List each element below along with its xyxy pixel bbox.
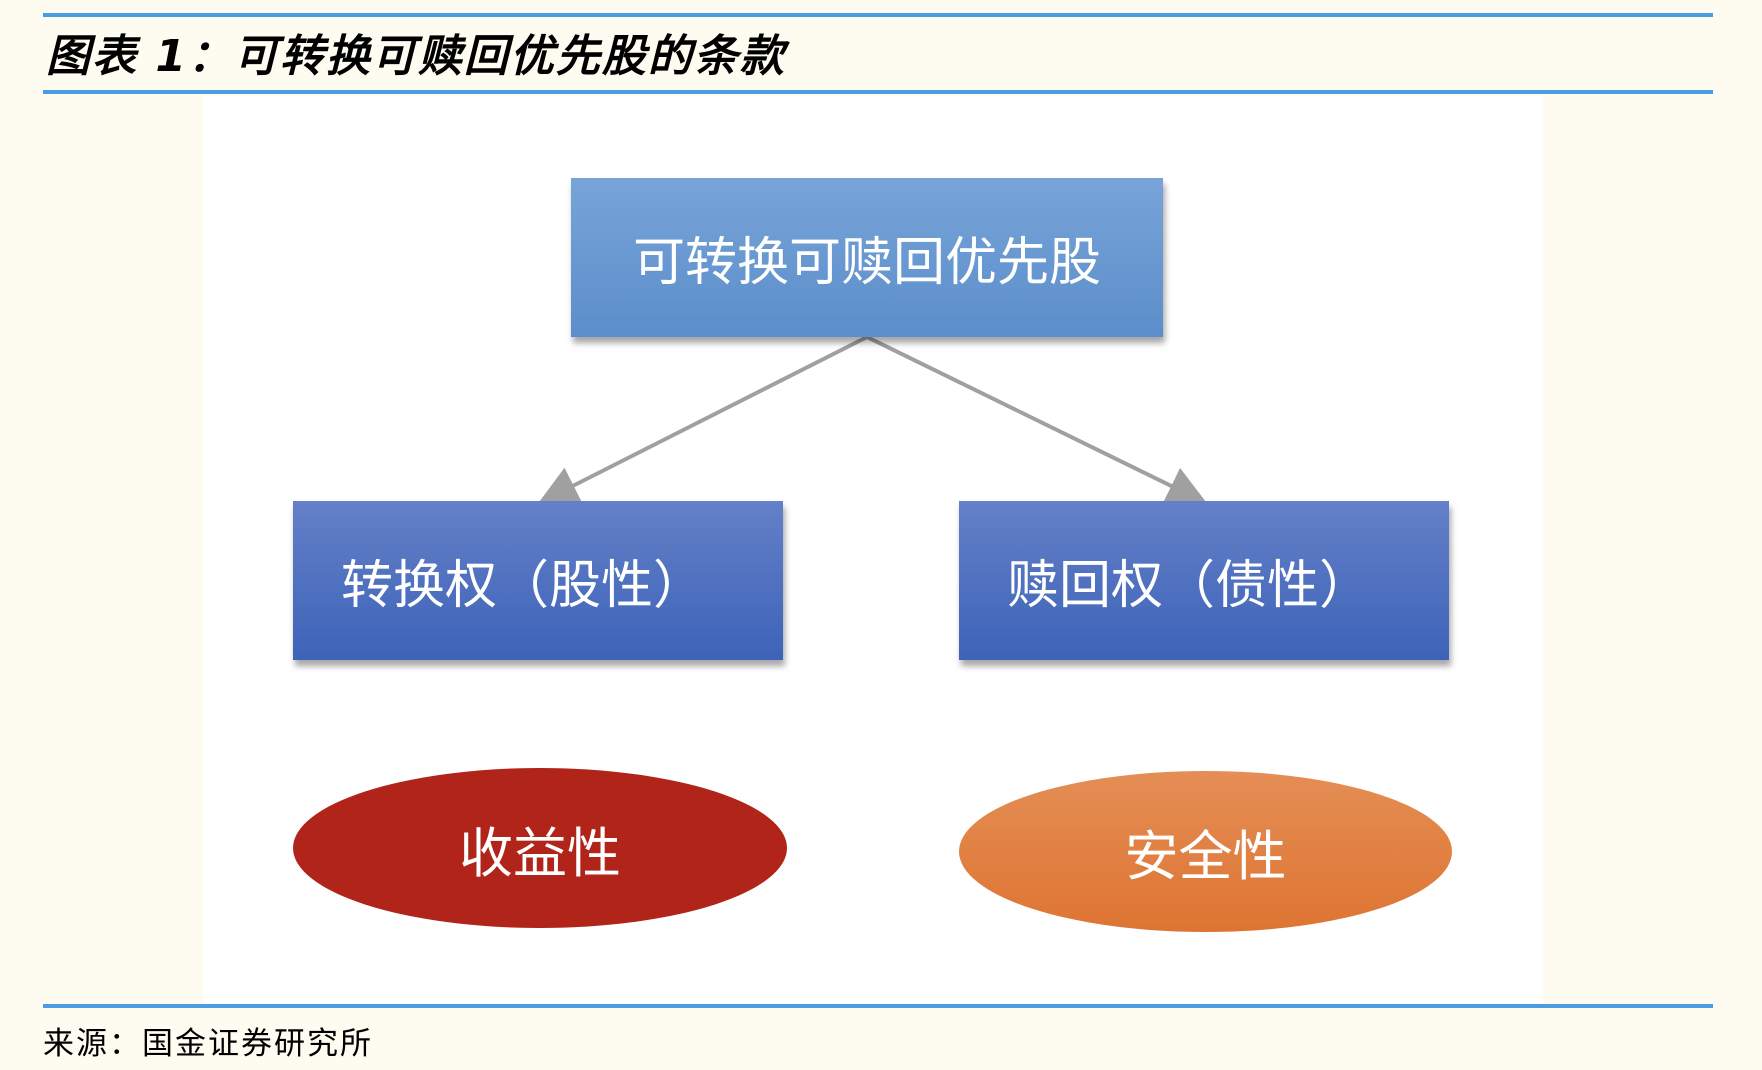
arrow-to-left — [537, 335, 868, 504]
title-rule — [43, 90, 1713, 94]
conversion-right-label: 转换权（股性） — [341, 556, 706, 616]
root-node: 可转换可赎回优先股 — [571, 178, 1163, 337]
root-label: 可转换可赎回优先股 — [632, 233, 1101, 293]
safety-ellipse: 安全性 — [959, 771, 1452, 932]
redemption-right-node: 赎回权（债性） — [959, 501, 1449, 660]
redemption-right-label: 赎回权（债性） — [1007, 556, 1372, 616]
return-ellipse: 收益性 — [293, 768, 787, 928]
conversion-right-node: 转换权（股性） — [293, 501, 783, 660]
figure-title: 图表 1：可转换可赎回优先股的条款 — [46, 31, 786, 82]
safety-label: 安全性 — [1124, 825, 1287, 888]
bottom-rule — [43, 1004, 1713, 1008]
top-rule — [43, 13, 1713, 17]
return-label: 收益性 — [459, 821, 621, 885]
arrow-to-right — [866, 335, 1208, 504]
source-note: 来源：国金证券研究所 — [43, 1026, 373, 1062]
